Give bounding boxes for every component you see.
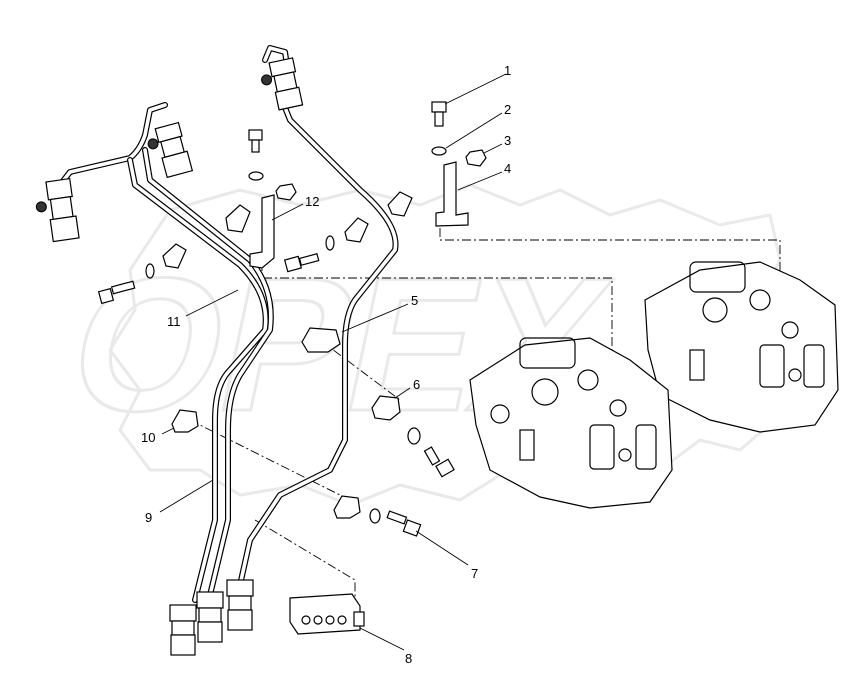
bolt-1 [431, 101, 447, 127]
bolt-6 [423, 446, 455, 478]
callout-8: 8 [405, 651, 412, 666]
callout-2: 2 [504, 102, 511, 117]
callout-5: 5 [411, 293, 418, 308]
pipe-fittings [35, 57, 304, 656]
cylinder-head-front [469, 337, 673, 509]
callout-7: 7 [471, 566, 478, 581]
fitting-bottom-1 [169, 604, 197, 656]
bolt-7 [386, 510, 422, 537]
leader-1 [444, 73, 507, 105]
leader-4 [457, 171, 503, 191]
callout-1: 1 [504, 63, 511, 78]
cylinder-head-rear [644, 261, 839, 433]
pipe-main-c-inner [238, 93, 398, 587]
fitting-bottom-2 [196, 591, 224, 643]
leader-2 [445, 112, 503, 149]
washer-12-top [248, 171, 264, 181]
leader-6 [394, 387, 411, 399]
callout-10: 10 [141, 430, 155, 445]
fitting-top-mid [147, 121, 194, 179]
callout-4: 4 [504, 161, 511, 176]
bolt-12-side [283, 235, 335, 273]
leader-7 [415, 530, 469, 566]
clamp-6 [371, 395, 401, 421]
callout-labels: 1 2 3 4 5 6 7 8 9 10 11 12 [141, 63, 511, 666]
fitting-top-right [261, 57, 304, 111]
clamp-12b [344, 217, 369, 243]
fitting-top-left [35, 177, 80, 243]
pipe-main-a-inner [128, 158, 268, 602]
leader-lines [159, 73, 507, 651]
washer-7 [369, 508, 381, 524]
clamp-12a [225, 204, 251, 233]
cylinder-heads [469, 261, 839, 509]
bolt-12-top [248, 129, 263, 153]
pipe-main-b-inner [143, 148, 273, 597]
leader-10 [161, 427, 175, 435]
leader-9 [159, 479, 214, 513]
leader-3 [483, 143, 503, 154]
washer-6 [407, 427, 421, 445]
guide-line-block-8 [254, 519, 356, 600]
leader-5 [341, 303, 409, 333]
guide-line-bracket-to-head-left [261, 262, 613, 372]
injection-pipes [57, 45, 399, 603]
bracket-4 [435, 161, 469, 227]
clamp-5 [301, 327, 341, 353]
clamp-7 [333, 495, 361, 519]
callout-12: 12 [305, 194, 319, 209]
leader-8 [359, 627, 405, 651]
hardware [97, 101, 487, 635]
bracket-12 [249, 194, 275, 269]
clamp-11 [162, 243, 187, 269]
callout-9: 9 [145, 510, 152, 525]
washer-2 [431, 146, 447, 156]
bolt-11 [97, 263, 155, 305]
leader-12 [271, 203, 304, 221]
leader-11 [185, 289, 239, 317]
nut-3 [465, 149, 487, 167]
block-8 [289, 593, 365, 635]
callout-11: 11 [167, 314, 181, 329]
guide-line-bracket-to-head-right [439, 228, 781, 290]
fitting-bottom-3 [226, 579, 254, 631]
clamp-10 [171, 409, 199, 433]
clamp-12c [387, 191, 413, 217]
callout-6: 6 [413, 377, 420, 392]
callout-3: 3 [504, 133, 511, 148]
nut-12 [275, 183, 297, 201]
